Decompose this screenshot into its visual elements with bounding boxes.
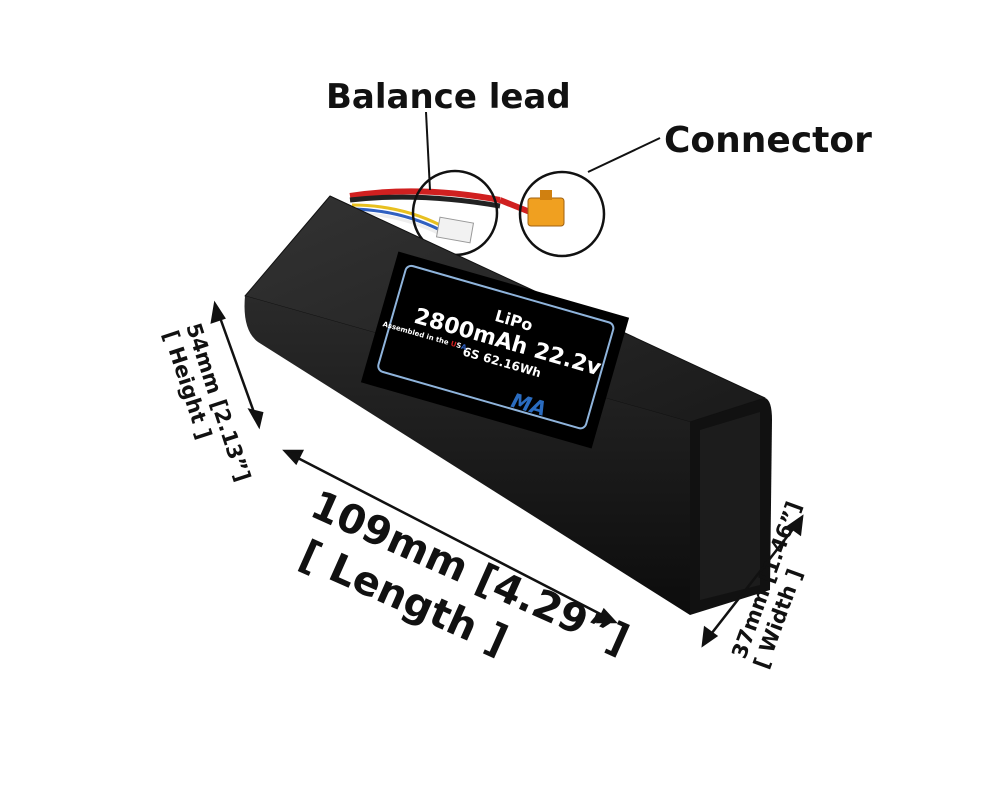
- battery-label: LiPo 2800mAh 22.2v 6S 62.16Wh Assembled …: [360, 251, 630, 449]
- width-arrow: [707, 523, 798, 639]
- arrow-head-icon: [247, 408, 264, 430]
- arrow-head-icon: [282, 449, 305, 466]
- height-arrow: [216, 311, 258, 419]
- connector-callout: Connector: [664, 120, 872, 161]
- dimension-arrows: [210, 300, 804, 648]
- arrow-head-icon: [786, 514, 804, 537]
- arrow-head-icon: [701, 625, 719, 648]
- xt-connector-icon: [527, 190, 565, 227]
- wires: [349, 188, 532, 236]
- balance-lead-callout: Balance lead: [326, 77, 571, 117]
- balance-lead-pointer: [425, 111, 431, 191]
- connector-pointer: [587, 137, 661, 173]
- arrow-head-icon: [595, 607, 618, 624]
- arrow-head-icon: [210, 300, 226, 324]
- length-arrow: [291, 453, 609, 620]
- balance-plug: [435, 216, 475, 244]
- connector-highlight-circle: [518, 170, 606, 258]
